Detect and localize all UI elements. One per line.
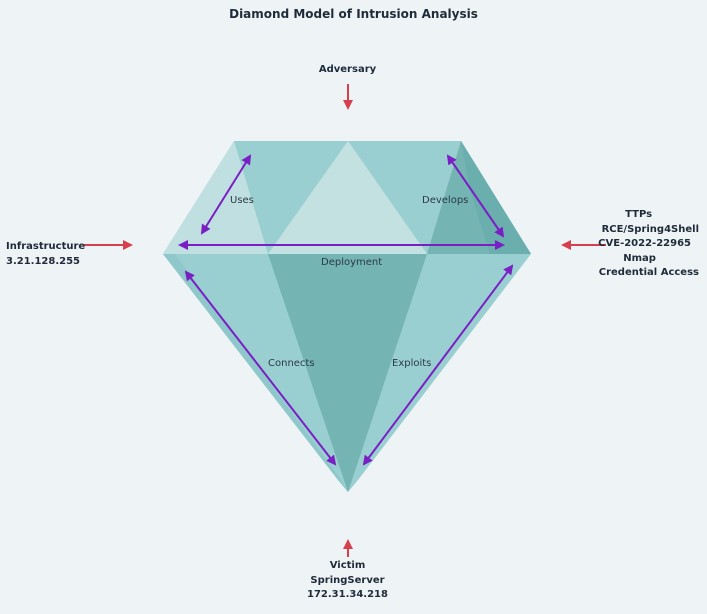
connects-arrow xyxy=(184,270,337,466)
victim-ip: 172.31.34.218 xyxy=(307,589,388,600)
capability-item: CVE-2022-22965 xyxy=(598,238,691,249)
capability-item: RCE/Spring4Shell xyxy=(601,223,699,235)
infrastructure-ip: 3.21.128.255 xyxy=(6,255,81,267)
infrastructure-node: Infrastructure 3.21.128.255 xyxy=(6,240,85,269)
capability-label: TTPs xyxy=(625,209,653,220)
victim-label: Victim xyxy=(329,560,366,571)
victim-hostname: SpringServer xyxy=(310,574,385,586)
capability-item: Credential Access xyxy=(598,267,699,278)
deployment-label: Deployment xyxy=(321,257,382,268)
exploits-label: Exploits xyxy=(392,358,431,369)
connects-label: Connects xyxy=(268,358,315,369)
uses-label: Uses xyxy=(230,195,254,206)
victim-node: Victim SpringServer 172.31.34.218 xyxy=(0,559,695,603)
develops-arrow xyxy=(446,154,505,238)
capability-item: Nmap xyxy=(623,252,656,264)
adversary-label: Adversary xyxy=(318,64,377,75)
diagram-title: Diamond Model of Intrusion Analysis xyxy=(229,7,478,21)
exploits-arrow xyxy=(362,264,514,466)
uses-arrow xyxy=(200,154,252,235)
gem-shape xyxy=(163,141,531,492)
adversary-node: Adversary xyxy=(0,63,695,78)
gem-facet xyxy=(268,141,427,254)
infrastructure-label: Infrastructure xyxy=(6,241,86,252)
develops-label: Develops xyxy=(422,195,468,206)
capability-node: TTPs RCE/Spring4Shell CVE-2022-22965 Nma… xyxy=(598,208,699,281)
